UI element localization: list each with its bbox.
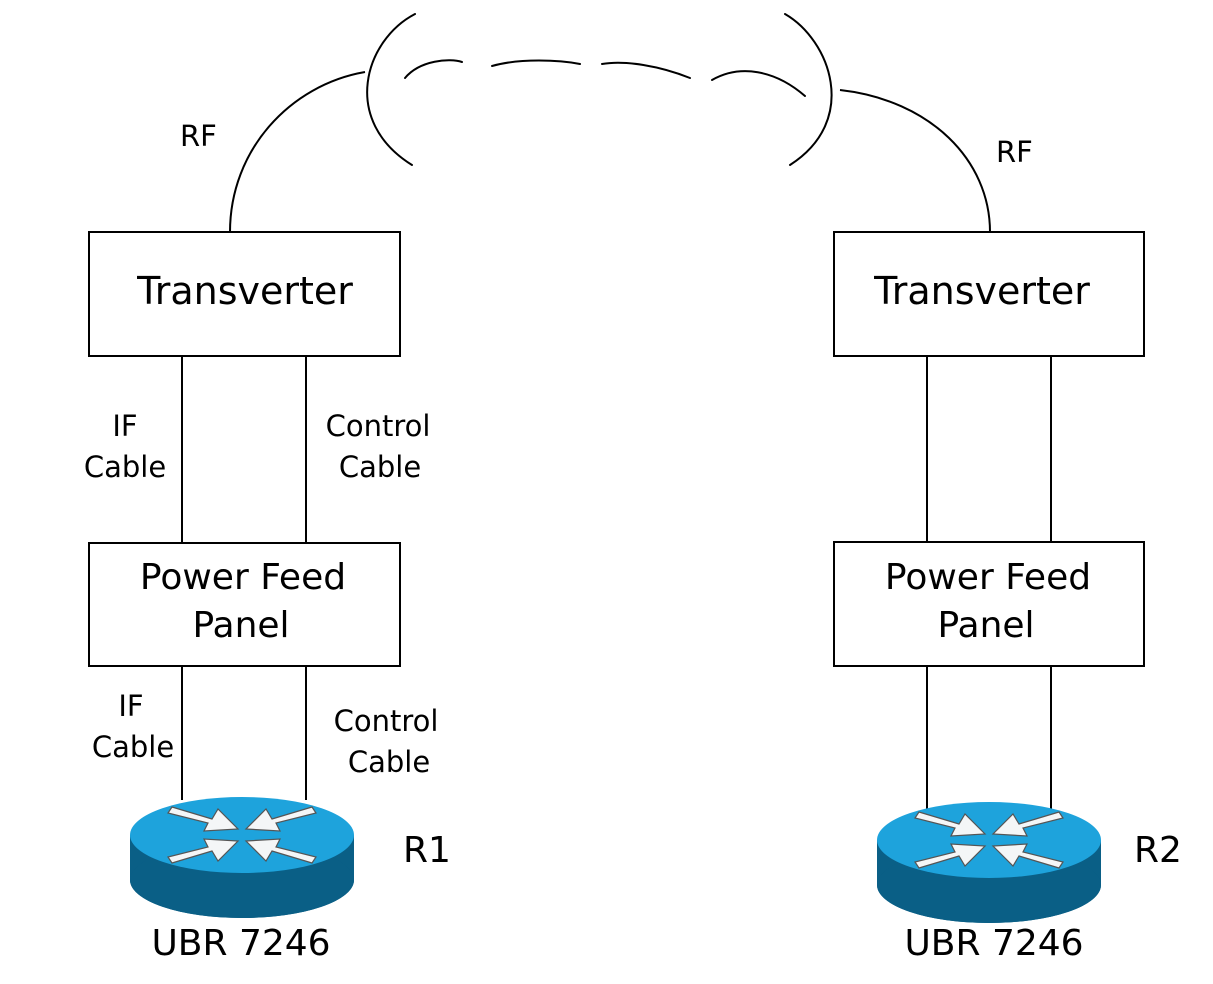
router-icon [877,802,1101,923]
right-power-feed-panel-line1: Power Feed [885,557,1091,598]
right-power-feed-panel-box [833,541,1145,667]
left-control-cable-label-line1: Control [326,409,431,443]
left-if-cable2-label-line2: Cable [92,730,174,764]
right-power-feed-panel-line2: Panel [937,605,1034,646]
right-rf-link [839,89,991,233]
left-if-cable2-label-line1: IF [118,689,143,723]
right-transverter-label: Transverter [873,269,1090,313]
rf-cloud-icon [366,13,833,166]
left-router-model: UBR 7246 [151,923,330,964]
left-transverter-label: Transverter [136,269,353,313]
right-router-model: UBR 7246 [904,923,1083,964]
right-transverter-box [833,231,1145,357]
left-power-feed-panel-line2: Panel [192,605,289,646]
left-power-feed-panel-box [88,542,401,667]
router-icon [130,797,354,918]
left-control-cable2-label-line2: Cable [348,745,430,779]
left-if-cable-label-line2: Cable [84,450,166,484]
left-rf-label: RF [180,119,217,153]
right-router-name: R2 [1134,830,1182,871]
left-transverter-box [88,231,401,357]
left-rf-link [229,71,366,233]
left-control-cable-label-line2: Cable [339,450,421,484]
left-control-cable2-label-line1: Control [334,704,439,738]
left-if-cable-label-line1: IF [112,409,137,443]
left-router-name: R1 [403,830,451,871]
left-power-feed-panel-line1: Power Feed [140,557,346,598]
right-rf-label: RF [996,135,1033,169]
